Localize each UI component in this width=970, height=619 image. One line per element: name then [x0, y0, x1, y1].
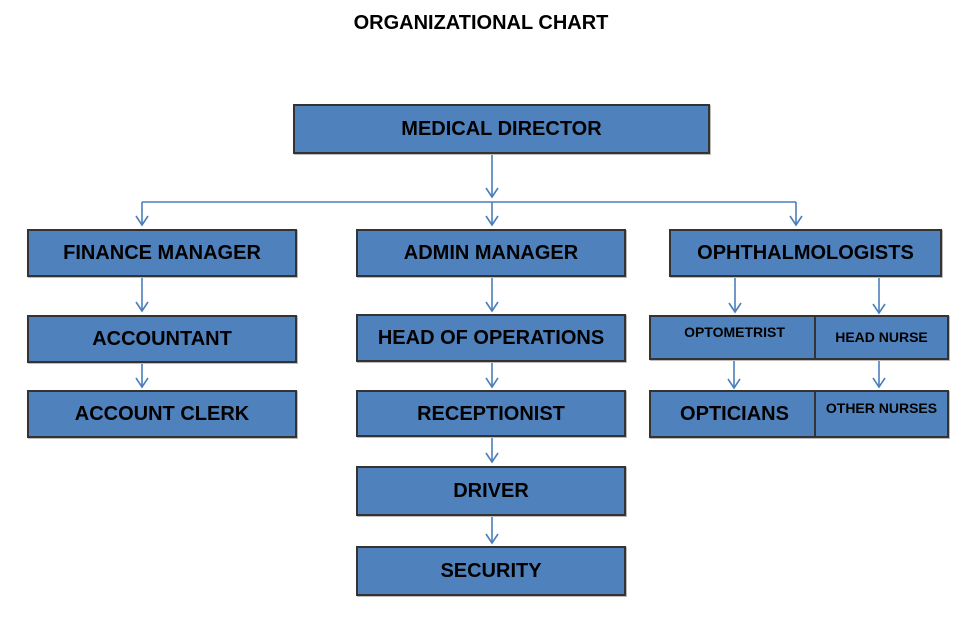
- node-label: OPTICIANS: [680, 403, 789, 425]
- node-driver: DRIVER: [356, 466, 626, 516]
- arrow-head-icon: [135, 377, 149, 389]
- arrow-head-icon: [485, 215, 499, 227]
- node-security: SECURITY: [356, 546, 626, 596]
- node-ophthalmologists: OPHTHALMOLOGISTS: [669, 229, 942, 277]
- node-label: FINANCE MANAGER: [63, 242, 261, 264]
- node-medical-director: MEDICAL DIRECTOR: [293, 104, 710, 154]
- node-label: OPHTHALMOLOGISTS: [697, 242, 914, 264]
- arrow-head-icon: [485, 187, 499, 199]
- arrow-head-icon: [485, 301, 499, 313]
- arrow-head-icon: [872, 303, 886, 315]
- arrow-head-icon: [485, 533, 499, 545]
- node-admin-manager: ADMIN MANAGER: [356, 229, 626, 277]
- node-finance-manager: FINANCE MANAGER: [27, 229, 297, 277]
- node-head-nurse: HEAD NURSE: [814, 315, 949, 360]
- node-label: DRIVER: [453, 480, 529, 502]
- node-optometrist: OPTOMETRIST: [649, 315, 820, 360]
- node-label: ACCOUNT CLERK: [74, 403, 250, 425]
- node-label: SECURITY: [440, 560, 542, 582]
- node-label: ACCOUNTANT: [92, 328, 232, 350]
- node-receptionist: RECEPTIONIST: [356, 390, 626, 437]
- arrow-head-icon: [135, 215, 149, 227]
- arrow-head-icon: [485, 377, 499, 389]
- node-label: ADMIN MANAGER: [403, 242, 579, 264]
- arrow-head-icon: [872, 377, 886, 389]
- node-label: HEAD OF OPERATIONS: [377, 327, 605, 349]
- arrow-head-icon: [485, 452, 499, 464]
- node-opticians: OPTICIANS: [649, 390, 820, 438]
- page-title: ORGANIZATIONAL CHART: [353, 12, 609, 34]
- arrow-head-icon: [135, 301, 149, 313]
- arrow-head-icon: [789, 215, 803, 227]
- node-label: OPTOMETRIST: [684, 324, 785, 340]
- node-label: HEAD NURSE: [835, 328, 928, 345]
- node-account-clerk: ACCOUNT CLERK: [27, 390, 297, 438]
- node-label: RECEPTIONIST: [417, 402, 565, 425]
- arrow-head-icon: [727, 378, 741, 390]
- node-head-of-operations: HEAD OF OPERATIONS: [356, 314, 626, 362]
- node-other-nurses: OTHER NURSES: [814, 390, 949, 438]
- node-label: OTHER NURSES: [825, 400, 938, 416]
- node-label: MEDICAL DIRECTOR: [401, 118, 602, 140]
- node-accountant: ACCOUNTANT: [27, 315, 297, 363]
- arrow-head-icon: [728, 302, 742, 314]
